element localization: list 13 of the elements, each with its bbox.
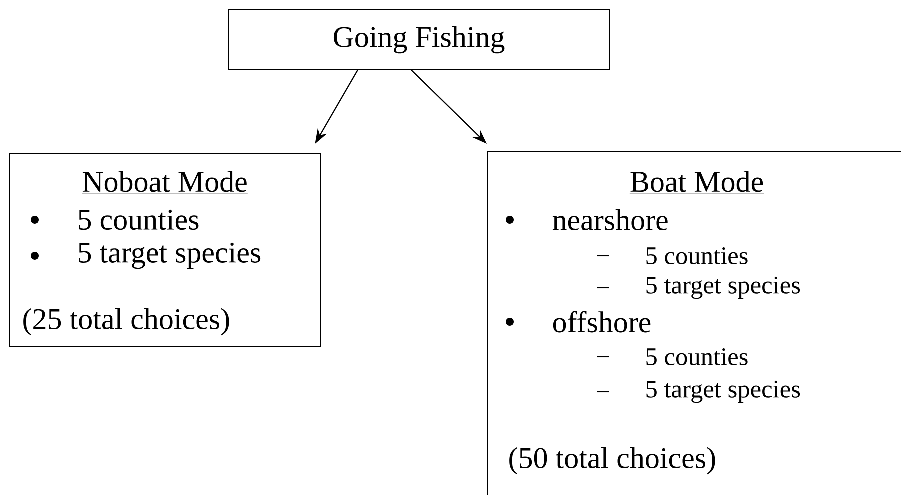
bullet-item: 5 target species	[31, 242, 261, 270]
heading: Boat Mode	[630, 171, 764, 194]
bullet-item: offshore	[506, 311, 651, 333]
dash-item: 5 counties	[597, 348, 748, 366]
dash-item: 5 target species	[597, 276, 800, 300]
box-label: Going Fishing	[334, 26, 505, 54]
note: (50 total choices)	[510, 447, 716, 475]
bullet-item: 5 counties	[31, 210, 199, 230]
dash-item: 5 target species	[597, 380, 800, 404]
bullet-item: nearshore	[506, 209, 668, 231]
heading: Noboat Mode	[82, 171, 248, 194]
dash-item: 5 counties	[597, 247, 748, 264]
note: (25 total choices)	[24, 308, 230, 336]
